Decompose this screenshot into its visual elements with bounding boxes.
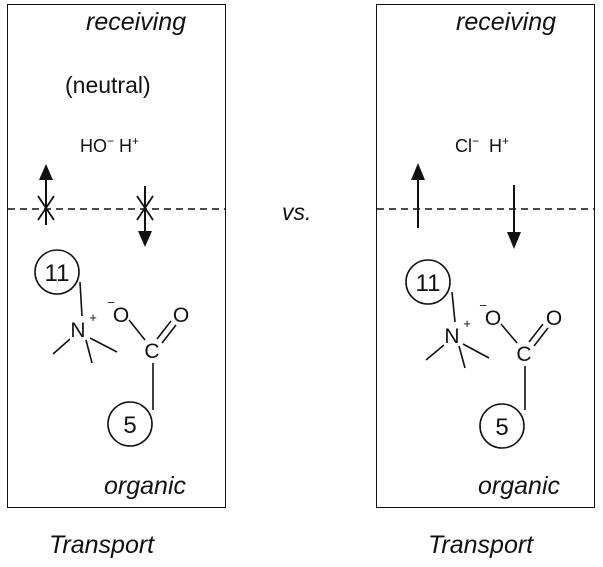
left-ring-11-label: 11 [45, 260, 70, 287]
right-down-arrow [507, 185, 521, 249]
right-ring-11 [405, 259, 451, 305]
right-oxygen-anion: O [485, 307, 501, 330]
left-caption: Transport [49, 531, 155, 559]
left-panel [7, 4, 226, 508]
right-organic-label: organic [478, 472, 560, 500]
chloride-charge: − [472, 134, 480, 148]
left-carbon: C [144, 340, 159, 363]
left-nitrogen: N [70, 319, 85, 342]
hydroxide-charge: − [107, 134, 115, 148]
right-carbonyl-oxygen: O [546, 307, 562, 330]
right-ring-5-label: 5 [495, 414, 508, 441]
chloride-ion: Cl [455, 136, 472, 156]
left-ring-5-label: 5 [123, 412, 136, 439]
left-organic-label: organic [104, 472, 186, 500]
right-carbon: C [516, 343, 531, 366]
left-oxygen-charge: − [107, 295, 115, 310]
left-up-arrow-blocked [37, 164, 55, 225]
right-ring-5 [479, 403, 525, 449]
right-proton-charge: + [502, 134, 510, 148]
left-ring-11 [34, 249, 80, 295]
right-nitrogen: N [444, 325, 459, 348]
left-oxygen-anion: O [113, 304, 129, 327]
right-panel [376, 4, 595, 508]
left-molecule: 11 N + O − C O 5 [34, 249, 189, 447]
right-up-arrow [411, 163, 425, 228]
left-down-arrow-blocked [136, 186, 154, 247]
vs-label: vs. [282, 199, 312, 225]
neutral-label: (neutral) [65, 72, 151, 98]
left-proton-ion: H [119, 136, 133, 156]
right-caption: Transport [428, 531, 534, 559]
right-nitrogen-charge: + [463, 316, 471, 331]
left-carbonyl-oxygen: O [173, 304, 189, 327]
right-proton-ion: H [489, 136, 503, 156]
hydroxide-ion: HO [80, 136, 107, 156]
right-ring-11-label: 11 [416, 270, 441, 297]
left-proton-charge: + [132, 134, 140, 148]
left-receiving-label: receiving [86, 8, 187, 36]
left-ring-5 [107, 401, 153, 447]
right-receiving-label: receiving [456, 8, 557, 36]
right-ions-label: Cl− H+ [455, 134, 509, 157]
right-molecule: 11 N + O − C O 5 [405, 259, 562, 449]
left-nitrogen-charge: + [89, 310, 97, 325]
left-ions-label: HO− H+ [80, 134, 139, 157]
right-oxygen-charge: − [479, 298, 487, 313]
